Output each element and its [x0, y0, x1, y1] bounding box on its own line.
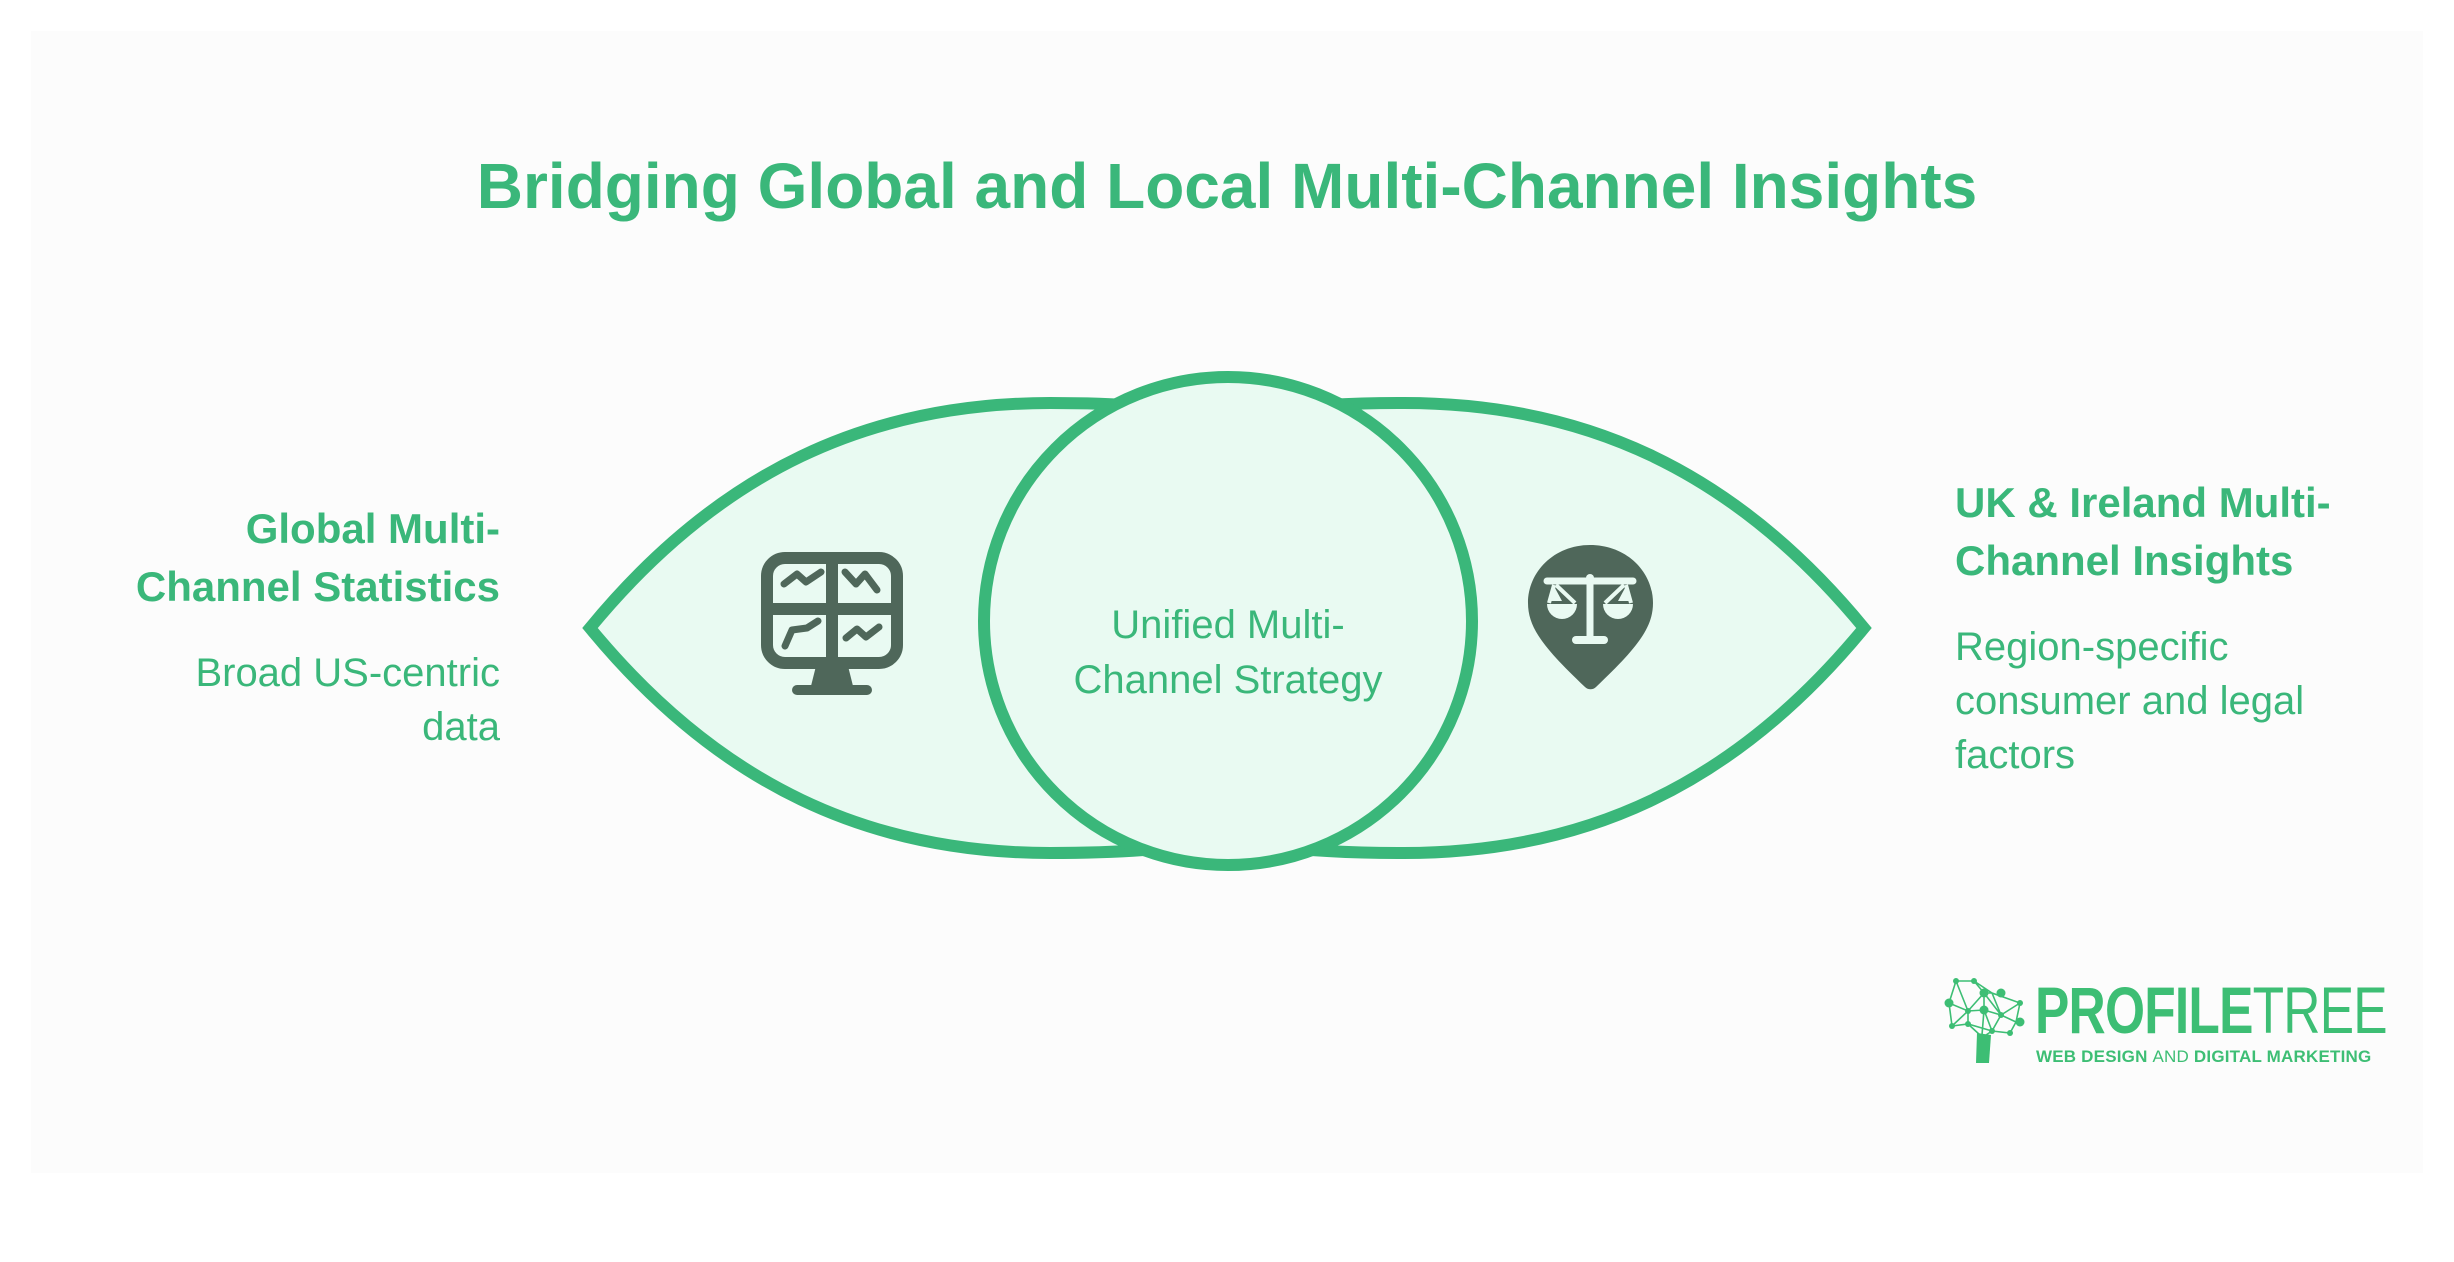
- legal-scale-pin-icon: [1528, 545, 1653, 690]
- uk-ireland-heading: UK & Ireland Multi- Channel Insights: [1955, 474, 2415, 590]
- uk-desc-line1: Region-specific: [1955, 625, 2229, 669]
- uk-heading-line1: UK & Ireland Multi-: [1955, 479, 2331, 526]
- global-description: Broad US-centric data: [60, 646, 500, 754]
- profiletree-logo: PROFILETREE WEB DESIGN AND DIGITAL MARKE…: [1940, 975, 2388, 1070]
- center-label-line2: Channel Strategy: [1073, 658, 1383, 702]
- monitor-dashboard-icon: [761, 552, 903, 695]
- logo-tag-bold2: DIGITAL MARKETING: [2193, 1047, 2372, 1066]
- logo-tagline: WEB DESIGN AND DIGITAL MARKETING: [2036, 1048, 2371, 1066]
- global-desc-line2: data: [422, 705, 500, 749]
- page-title: Bridging Global and Local Multi-Channel …: [476, 150, 1978, 222]
- uk-desc-line2: consumer and legal: [1955, 679, 2305, 723]
- center-label-line1: Unified Multi-: [1111, 603, 1345, 647]
- logo-wordmark: PROFILETREE: [2035, 977, 2388, 1043]
- logo-tag-bold1: WEB DESIGN: [2036, 1047, 2153, 1066]
- global-heading-line1: Global Multi-: [245, 505, 500, 552]
- logo-word-light: TREE: [2252, 973, 2388, 1047]
- uk-ireland-block: UK & Ireland Multi- Channel Insights Reg…: [1955, 474, 2415, 782]
- center-circle: [978, 371, 1478, 871]
- global-statistics-block: Global Multi- Channel Statistics Broad U…: [60, 500, 500, 754]
- logo-word-bold: PROFILE: [2035, 973, 2253, 1047]
- center-label: Unified Multi- Channel Strategy: [1028, 598, 1428, 708]
- logo-tag-light: AND: [2152, 1047, 2194, 1066]
- uk-heading-line2: Channel Insights: [1955, 537, 2294, 584]
- uk-desc-line3: factors: [1955, 733, 2076, 777]
- global-desc-line1: Broad US-centric: [195, 651, 500, 695]
- uk-ireland-description: Region-specific consumer and legal facto…: [1955, 620, 2415, 782]
- global-heading: Global Multi- Channel Statistics: [60, 500, 500, 616]
- tree-network-icon: [1944, 978, 2025, 1063]
- global-heading-line2: Channel Statistics: [135, 563, 500, 610]
